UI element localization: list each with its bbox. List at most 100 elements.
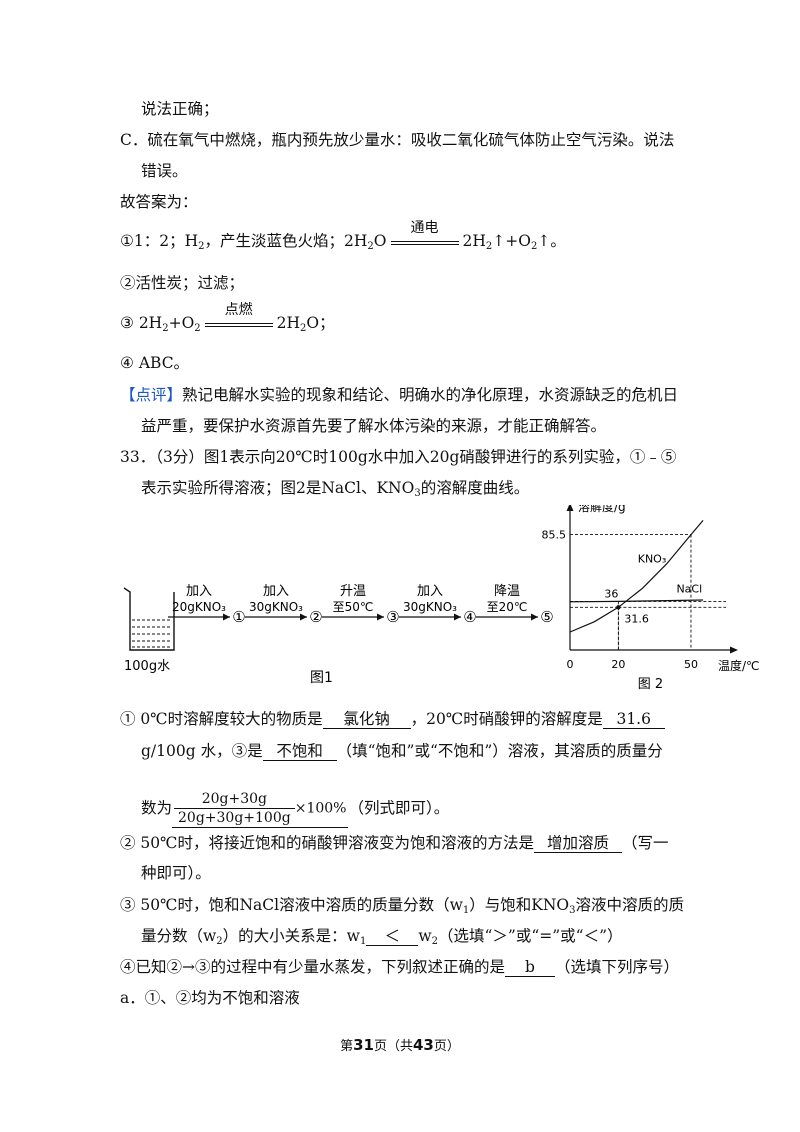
series-label: NaCl [676, 583, 702, 596]
reaction-condition: 通电 [389, 220, 461, 253]
subscript: 2 [216, 936, 223, 947]
step-result-label: ① [232, 608, 245, 626]
answer-blank: 不饱和 [262, 742, 337, 761]
text-line: 种即可）。 [141, 862, 211, 884]
x-axis-label: 温度/℃ [718, 658, 760, 673]
figure-1: 100g水 图1 加入20gKNO₃①加入30gKNO₃②升温至50℃③加入30… [123, 584, 554, 685]
text-span: ① 0℃时溶解度较大的物质是 [120, 710, 323, 728]
figure-1-caption: 图1 [310, 670, 333, 685]
subscript: 2 [198, 241, 205, 252]
y-axis-label: 溶解度/g [578, 505, 626, 514]
y-axis-arrow [566, 505, 574, 511]
step-bottom-label: 20gKNO₃ [172, 600, 226, 614]
text-span: 故答案为： [120, 193, 198, 211]
text-span: 错误。 [141, 162, 188, 180]
step-top-label: 加入 [186, 584, 212, 599]
text-span: 2H [276, 314, 301, 332]
subscript: 1 [462, 905, 470, 916]
eq-line [390, 244, 459, 245]
text-span: 益严重，要保护水资源首先要了解水体污染的来源，才能正确解答。 [141, 417, 607, 435]
question-3-line: ③ 50℃时，饱和NaCl溶液中溶质的质量分数（w1）与饱和KNO3溶液中溶质的… [120, 894, 684, 922]
step-arrowhead [223, 613, 230, 621]
text-span: 熟记电解水实验的现象和结论、明确水的净化原理，水资源缺乏的危机日 [182, 386, 679, 404]
subscript: 2 [431, 936, 438, 947]
condition-text: 通电 [410, 220, 439, 236]
series-label: KNO₃ [638, 552, 667, 565]
page-number: 31 [353, 1036, 374, 1054]
footer-text: 页（共 [373, 1039, 413, 1054]
question-3-line2: 量分数（w2）的大小关系是：w1＜w2（选填“＞”或“=”或“＜”） [141, 925, 623, 953]
text-span: 33．（3分）图1表示向20℃时100g水中加入20g硝酸钾进行的系列实验，①﹣… [120, 448, 677, 466]
condition-text: 点燃 [224, 302, 253, 318]
step-arrowhead [377, 613, 384, 621]
text-span: （填“饱和”或“不饱和”）溶液，其溶质的质量分 [336, 742, 663, 760]
subscript: 2 [162, 323, 169, 334]
step-top-label: 加入 [417, 584, 443, 599]
page-footer: 第31页（共43页） [0, 1035, 800, 1054]
step-result-label: ③ [386, 608, 399, 626]
text-span: ）的大小关系是：w [222, 927, 360, 945]
text-line: C．硫在氧气中燃烧，瓶内预先放少量水：吸收二氧化硫气体防止空气污染。说法 [120, 129, 674, 151]
text-span: 表示实验所得溶液；图2是NaCl、KNO [141, 479, 415, 497]
comment-tag: 【点评】 [120, 386, 183, 404]
series-line-kno3 [569, 520, 704, 633]
text-span: ④ ABC。 [120, 354, 190, 372]
text-span: （列式即可）。 [348, 799, 450, 817]
x-tick-label: 50 [684, 658, 698, 671]
step-result-label: ② [309, 608, 322, 626]
subscript: 2 [194, 323, 201, 334]
text-span: 2H [462, 232, 486, 250]
question-1-line2: g/100g 水，③是不饱和（填“饱和”或“不饱和”）溶液，其溶质的质量分 [141, 740, 663, 762]
text-span: O； [306, 314, 335, 332]
subscript: 2 [485, 241, 493, 252]
text-span: C．硫在氧气中燃烧，瓶内预先放少量水：吸收二氧化硫气体防止空气污染。说法 [120, 131, 675, 149]
text-span: （选填“＞”或“=”或“＜”） [437, 927, 623, 945]
text-span: 量分数（w [141, 927, 217, 945]
subscript: 2 [300, 323, 307, 334]
beaker-label: 100g水 [124, 659, 170, 674]
step-bottom-label: 至50℃ [333, 600, 374, 614]
y-mark-label: 85.5 [542, 529, 567, 542]
option-a-line: a．①、②均为不饱和溶液 [120, 987, 300, 1009]
step-result-label: ⑤ [540, 608, 553, 626]
text-span: g/100g 水，③是 [141, 742, 263, 760]
subscript: 1 [359, 936, 367, 947]
footer-text: 第 [340, 1039, 354, 1054]
text-line: 错误。 [141, 160, 188, 182]
step-bottom-label: 30gKNO₃ [249, 600, 303, 614]
eq-line [204, 326, 273, 327]
y-mark-label: 36 [604, 587, 618, 600]
series-line-nacl [569, 599, 704, 603]
reaction-condition: 点燃 [203, 302, 275, 335]
subscript: 2 [530, 241, 538, 252]
answer-2-line: ②活性炭；过滤； [120, 272, 244, 294]
subscript: 2 [367, 241, 374, 252]
footer-text: 页） [433, 1039, 460, 1054]
subscript: 3 [569, 905, 576, 916]
step-arrowhead [300, 613, 307, 621]
answer-blank: 增加溶质 [534, 834, 622, 853]
text-span: ↑+O [492, 232, 531, 250]
text-span: O [373, 232, 387, 250]
text-span: ）与饱和KNO [469, 896, 570, 914]
text-span: w [418, 927, 432, 945]
answer-blank: 氯化钠 [322, 710, 411, 729]
step-bottom-label: 至20℃ [487, 600, 528, 614]
text-span: ①1：2；H [120, 232, 199, 250]
text-span: 数为 [141, 799, 173, 817]
text-span: ④已知②→③的过程中有少量水蒸发，下列叙述正确的是 [120, 958, 505, 976]
text-span: ②活性炭；过滤； [120, 274, 245, 292]
answer-blank: ＜ [366, 927, 419, 946]
text-span: a．①、②均为不饱和溶液 [120, 989, 300, 1007]
fraction-numerator: 20g+30g [201, 791, 268, 807]
text-line: 益严重，要保护水资源首先要了解水体污染的来源，才能正确解答。 [141, 415, 606, 437]
text-span: 溶液中溶质的质 [575, 896, 685, 914]
text-line: 故答案为： [120, 191, 198, 213]
question-2-line: ② 50℃时，将接近饱和的硝酸钾溶液变为饱和溶液的方法是增加溶质（写一 [120, 832, 669, 854]
step-result-label: ④ [463, 608, 476, 626]
text-span: +O [168, 314, 195, 332]
text-span: 说法正确； [141, 100, 219, 118]
